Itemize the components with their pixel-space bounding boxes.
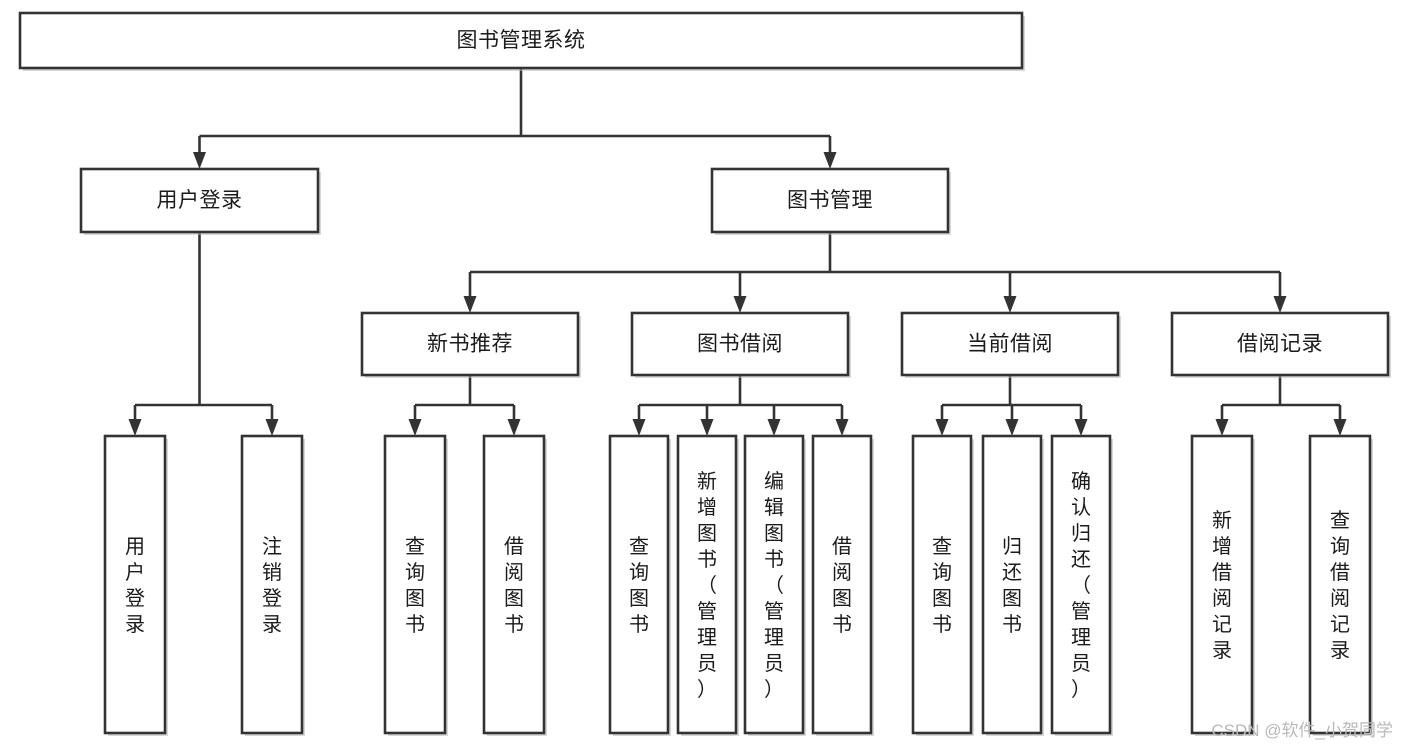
node-root[interactable]: 图书管理系统: [18, 11, 1025, 71]
node-leaf-borrow-book-rec[interactable]: 借阅图书: [482, 434, 547, 736]
arrow-head-icon: [835, 419, 849, 436]
connector-group: [128, 232, 279, 436]
arrow-head-icon: [767, 419, 781, 436]
node-box[interactable]: [900, 311, 1120, 377]
node-label: 查询图书: [405, 535, 425, 636]
node-leaf-user-login[interactable]: 用户登录: [103, 434, 168, 736]
node-leaf-confirm-return[interactable]: 确认归还（管理员）: [1050, 434, 1113, 736]
node-box[interactable]: [743, 434, 805, 735]
node-label: 注销登录: [262, 535, 282, 636]
node-label: 新书推荐: [427, 333, 513, 356]
node-box[interactable]: [103, 434, 167, 735]
arrow-head-icon: [700, 419, 714, 436]
arrow-head-icon: [463, 296, 477, 313]
node-label: 确认归还（管理员）: [1071, 470, 1091, 701]
connector-group: [1215, 375, 1347, 436]
node-box[interactable]: [981, 434, 1043, 735]
node-box[interactable]: [811, 434, 873, 735]
arrow-head-icon: [1273, 296, 1287, 313]
node-box[interactable]: [79, 167, 320, 234]
node-box[interactable]: [608, 434, 670, 735]
connector-group: [632, 375, 849, 436]
node-leaf-add-record[interactable]: 新增借阅记录: [1190, 434, 1255, 736]
arrow-head-icon: [507, 419, 521, 436]
node-box[interactable]: [383, 434, 447, 735]
node-label: 归还图书: [1002, 535, 1022, 636]
node-current-borrow[interactable]: 当前借阅: [900, 311, 1121, 378]
arrow-head-icon: [1333, 419, 1347, 436]
node-leaf-add-book[interactable]: 新增图书（管理员）: [676, 434, 739, 736]
connector-layer: [128, 68, 1347, 436]
node-book-borrow[interactable]: 图书借阅: [630, 311, 851, 378]
node-box[interactable]: [1190, 434, 1254, 735]
node-leaf-borrow-book[interactable]: 借阅图书: [811, 434, 874, 736]
arrow-head-icon: [1005, 419, 1019, 436]
node-label: 图书借阅: [697, 333, 783, 356]
connector-group: [935, 375, 1088, 436]
arrow-head-icon: [1003, 296, 1017, 313]
node-label: 新增图书（管理员）: [697, 470, 717, 701]
node-label: 图书管理系统: [457, 29, 586, 52]
node-leaf-logout[interactable]: 注销登录: [240, 434, 305, 736]
node-label: 借阅图书: [832, 535, 852, 636]
node-user-login[interactable]: 用户登录: [79, 167, 321, 235]
node-box[interactable]: [1308, 434, 1372, 735]
node-label: 图书管理: [787, 189, 873, 212]
arrow-head-icon: [823, 152, 837, 169]
node-leaf-query-record[interactable]: 查询借阅记录: [1308, 434, 1373, 736]
arrow-head-icon: [265, 419, 279, 436]
connector-group: [463, 232, 1287, 313]
arrow-head-icon: [935, 419, 949, 436]
node-label: 新增借阅记录: [1212, 509, 1232, 662]
node-box[interactable]: [18, 11, 1024, 70]
node-leaf-query-book-cur[interactable]: 查询图书: [911, 434, 974, 736]
node-label: 借阅记录: [1237, 333, 1323, 356]
connector-group: [408, 375, 521, 436]
node-label: 编辑图书（管理员）: [764, 470, 784, 701]
arrow-head-icon: [128, 419, 142, 436]
node-label: 查询图书: [932, 535, 952, 636]
node-box[interactable]: [482, 434, 546, 735]
node-box[interactable]: [911, 434, 973, 735]
node-label: 查询图书: [629, 535, 649, 636]
node-leaf-query-book-borrow[interactable]: 查询图书: [608, 434, 671, 736]
node-box[interactable]: [710, 167, 950, 234]
arrow-head-icon: [1215, 419, 1229, 436]
connector-group: [193, 68, 837, 169]
node-leaf-edit-book[interactable]: 编辑图书（管理员）: [743, 434, 806, 736]
node-box[interactable]: [1050, 434, 1112, 735]
node-box[interactable]: [240, 434, 304, 735]
node-leaf-query-book-rec[interactable]: 查询图书: [383, 434, 448, 736]
arrow-head-icon: [733, 296, 747, 313]
node-label: 查询借阅记录: [1330, 509, 1350, 662]
node-book-manage[interactable]: 图书管理: [710, 167, 951, 235]
arrow-head-icon: [1074, 419, 1088, 436]
node-new-book-rec[interactable]: 新书推荐: [360, 311, 581, 378]
node-label: 借阅图书: [504, 535, 524, 636]
node-box[interactable]: [630, 311, 850, 377]
node-label: 用户登录: [157, 189, 243, 212]
node-box[interactable]: [1170, 311, 1390, 377]
node-box[interactable]: [360, 311, 580, 377]
node-layer: 图书管理系统用户登录图书管理新书推荐图书借阅当前借阅借阅记录用户登录注销登录查询…: [18, 11, 1391, 736]
node-label: 当前借阅: [967, 333, 1053, 356]
node-leaf-return-book[interactable]: 归还图书: [981, 434, 1044, 736]
node-box[interactable]: [676, 434, 738, 735]
arrow-head-icon: [632, 419, 646, 436]
node-label: 用户登录: [125, 536, 145, 636]
node-borrow-record[interactable]: 借阅记录: [1170, 311, 1391, 378]
arrow-head-icon: [408, 419, 422, 436]
arrow-head-icon: [193, 152, 206, 169]
